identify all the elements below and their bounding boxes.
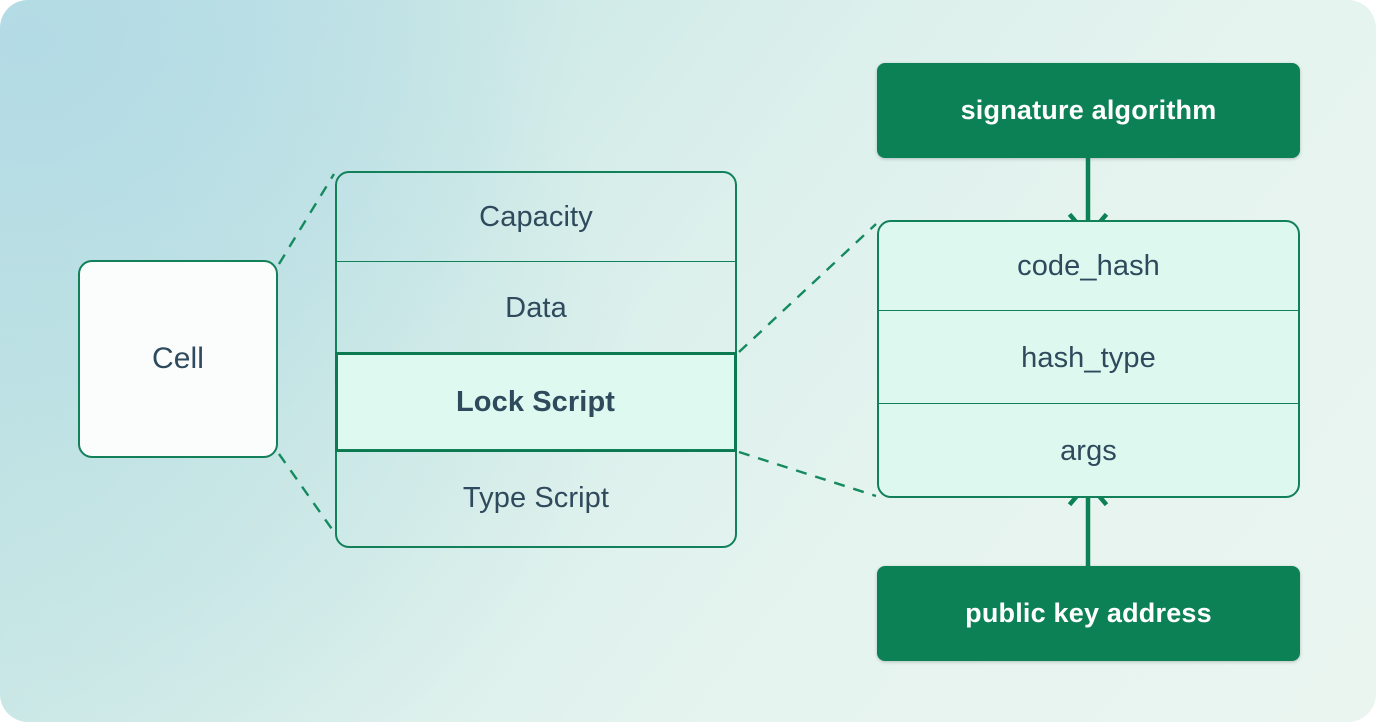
script-field-hash-type[interactable]: hash_type: [879, 310, 1298, 405]
cell-field-capacity[interactable]: Capacity: [337, 171, 735, 264]
public-key-address-label: public key address: [965, 598, 1212, 628]
cell-node-label: Cell: [151, 342, 205, 375]
cell-field-type-script-label: Type Script: [462, 482, 610, 515]
cell-field-lock-script-label: Lock Script: [455, 385, 616, 418]
public-key-address-node[interactable]: public key address: [877, 566, 1300, 661]
dashed-connector-lock-bottom: [738, 450, 877, 498]
script-field-args[interactable]: args: [879, 403, 1298, 499]
cell-field-type-script[interactable]: Type Script: [337, 449, 735, 548]
script-field-args-label: args: [1060, 435, 1117, 467]
script-field-code-hash[interactable]: code_hash: [879, 220, 1298, 313]
signature-algorithm-node[interactable]: signature algorithm: [877, 63, 1300, 158]
cell-field-data[interactable]: Data: [337, 261, 735, 354]
cell-field-lock-script[interactable]: Lock Script: [334, 352, 737, 452]
dashed-connector-cell-top: [277, 173, 336, 265]
cell-field-capacity-label: Capacity: [479, 200, 593, 233]
dashed-connector-cell-bottom: [278, 453, 335, 533]
script-field-hash-type-label: hash_type: [1021, 341, 1156, 374]
script-field-code-hash-label: code_hash: [1017, 249, 1160, 282]
dashed-connector-lock-top: [738, 223, 877, 353]
cell-field-data-label: Data: [505, 291, 567, 324]
cell-node[interactable]: Cell: [78, 260, 278, 458]
cell-fields-panel: Capacity Data Lock Script Type Script: [334, 171, 737, 548]
script-fields-panel: code_hash hash_type args: [877, 220, 1300, 498]
signature-algorithm-label: signature algorithm: [960, 95, 1217, 125]
